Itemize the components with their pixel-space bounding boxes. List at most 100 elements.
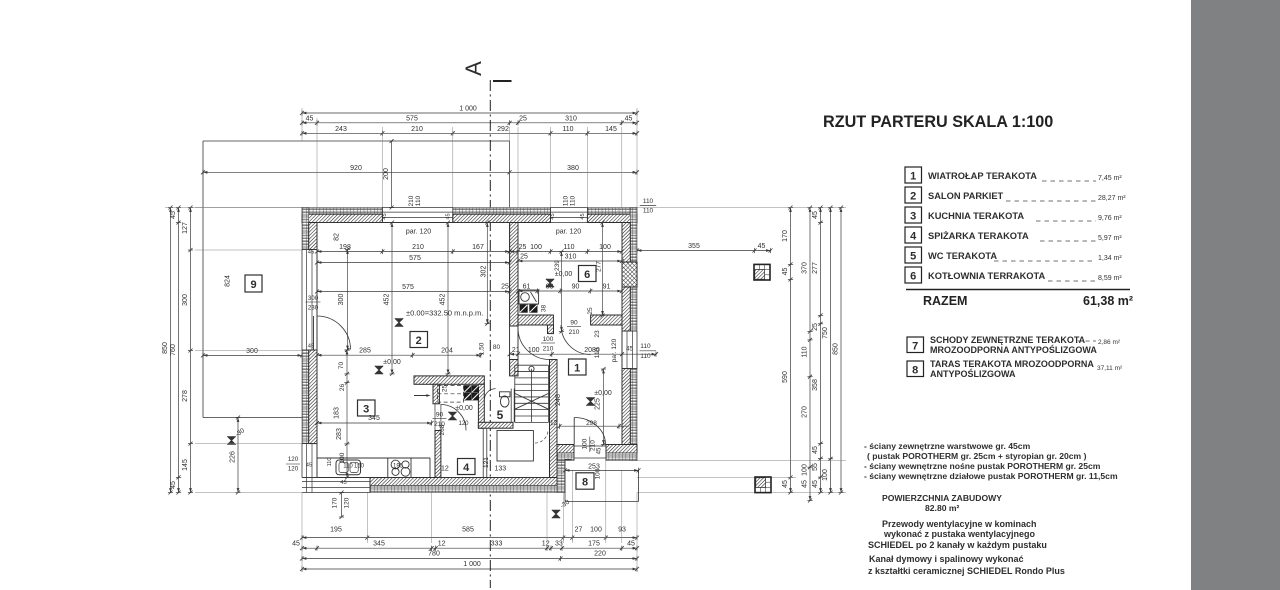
svg-text:8: 8 (912, 364, 918, 376)
svg-text:7,45 m²: 7,45 m² (1098, 175, 1122, 182)
svg-text:198: 198 (339, 244, 351, 251)
svg-text:90: 90 (572, 284, 580, 291)
svg-text:110: 110 (562, 126, 573, 133)
svg-text:93: 93 (618, 527, 626, 534)
svg-text:2,86 m²: 2,86 m² (1098, 339, 1121, 346)
svg-text:310: 310 (565, 115, 577, 122)
svg-text:100: 100 (543, 336, 554, 343)
svg-text:1: 1 (574, 363, 580, 375)
svg-text:Kanał dymowy i spalinowy wykon: Kanał dymowy i spalinowy wykonać (869, 554, 1024, 564)
svg-text:par. 120: par. 120 (611, 338, 618, 362)
svg-text:23: 23 (594, 330, 601, 338)
svg-text:575: 575 (409, 255, 421, 262)
svg-text:RAZEM: RAZEM (923, 294, 967, 308)
svg-text:110: 110 (415, 195, 422, 206)
svg-text:45: 45 (306, 463, 312, 469)
svg-text:110: 110 (640, 343, 651, 350)
svg-text:226: 226 (230, 451, 237, 463)
svg-text:170: 170 (782, 230, 789, 242)
svg-text:70: 70 (338, 362, 345, 370)
svg-text:45: 45 (812, 211, 819, 219)
svg-text:45: 45 (170, 211, 177, 219)
svg-text:278: 278 (182, 390, 189, 402)
svg-text:12: 12 (438, 540, 446, 547)
svg-text:A: A (461, 61, 486, 76)
svg-text:1,50: 1,50 (479, 342, 486, 355)
svg-text:120: 120 (288, 456, 299, 463)
svg-text:25: 25 (812, 323, 819, 331)
svg-text:45: 45 (782, 480, 789, 488)
svg-text:452: 452 (384, 294, 391, 306)
svg-text:wykonać z pustaka wentylacyjne: wykonać z pustaka wentylacyjnego (883, 529, 1036, 539)
svg-text:3: 3 (910, 211, 916, 223)
svg-text:45: 45 (382, 213, 388, 219)
svg-text:100: 100 (530, 244, 542, 251)
svg-text:230: 230 (308, 305, 319, 312)
svg-text:WC TERAKOTA: WC TERAKOTA (928, 251, 997, 261)
svg-text:253: 253 (588, 463, 600, 470)
svg-text:370: 370 (801, 262, 808, 274)
svg-text:7: 7 (912, 340, 918, 352)
svg-text:- ściany wewnętrzne nośne pust: - ściany wewnętrzne nośne pustak POROTHE… (864, 461, 1101, 471)
svg-text:110: 110 (563, 244, 574, 251)
svg-text:100: 100 (590, 527, 602, 534)
svg-text:585: 585 (462, 527, 474, 534)
svg-text:38: 38 (541, 305, 548, 313)
svg-text:z kształtki ceramicznej SCHIED: z kształtki ceramicznej SCHIEDEL Rondo P… (868, 566, 1065, 576)
svg-text:575: 575 (406, 115, 418, 122)
svg-text:21: 21 (512, 347, 520, 354)
svg-text:210: 210 (412, 244, 424, 251)
svg-text:12: 12 (550, 421, 557, 427)
svg-text:6: 6 (584, 269, 590, 281)
svg-text:333: 333 (491, 540, 503, 547)
svg-text:61,38 m²: 61,38 m² (1083, 294, 1133, 308)
svg-text:195: 195 (330, 527, 342, 534)
svg-text:133: 133 (495, 466, 507, 473)
svg-text:26: 26 (339, 384, 346, 392)
svg-text:300: 300 (308, 295, 319, 302)
svg-text:TARAS TERAKOTA MROZOODPORNA: TARAS TERAKOTA MROZOODPORNA (930, 359, 1094, 369)
svg-text:127: 127 (182, 222, 189, 234)
svg-text:45: 45 (625, 115, 633, 122)
svg-text:5,97 m²: 5,97 m² (1098, 235, 1122, 242)
svg-text:55: 55 (812, 463, 819, 471)
svg-text:760: 760 (170, 344, 177, 356)
svg-text:5: 5 (497, 408, 504, 422)
svg-text:210: 210 (569, 329, 580, 336)
svg-text:90: 90 (570, 320, 578, 327)
svg-text:4: 4 (910, 231, 917, 243)
svg-text:110: 110 (640, 353, 651, 360)
svg-text:850: 850 (832, 343, 839, 355)
svg-text:283: 283 (336, 428, 343, 440)
svg-text:300: 300 (246, 348, 258, 355)
svg-text:45: 45 (306, 115, 314, 122)
svg-text:( pustak POROTHERM gr. 25cm +: ( pustak POROTHERM gr. 25cm + styropian … (867, 451, 1087, 461)
svg-text:200: 200 (383, 168, 390, 180)
svg-text:par. 120: par. 120 (556, 229, 581, 236)
svg-text:SALON PARKIET: SALON PARKIET (928, 191, 1004, 201)
svg-text:45: 45 (292, 540, 300, 547)
svg-text:452: 452 (440, 294, 447, 306)
svg-text:2080: 2080 (584, 347, 600, 354)
svg-text:355: 355 (688, 243, 700, 250)
svg-text:100: 100 (822, 469, 829, 481)
svg-text:300: 300 (182, 294, 189, 306)
svg-text:SPIŻARKA TERAKOTA: SPIŻARKA TERAKOTA (928, 231, 1029, 241)
svg-text:1 000: 1 000 (463, 561, 481, 568)
svg-text:1,34 m²: 1,34 m² (1098, 255, 1122, 262)
svg-text:33: 33 (555, 540, 563, 547)
svg-text:POWIERZCHNIA ZABUDOWY: POWIERZCHNIA ZABUDOWY (882, 493, 1002, 503)
svg-text:4: 4 (463, 462, 470, 474)
svg-text:824: 824 (225, 275, 232, 287)
svg-text:91: 91 (603, 284, 611, 291)
svg-text:45: 45 (627, 540, 635, 547)
svg-text:9,76 m²: 9,76 m² (1098, 215, 1122, 222)
svg-text:45: 45 (308, 250, 314, 256)
svg-text:110: 110 (643, 198, 654, 205)
svg-text:210: 210 (434, 421, 445, 428)
svg-text:110: 110 (643, 208, 654, 215)
svg-text:KOTŁOWNIA TERRAKOTA: KOTŁOWNIA TERRAKOTA (928, 271, 1046, 281)
svg-text:25: 25 (519, 244, 527, 251)
svg-text:KUCHNIA TERAKOTA: KUCHNIA TERAKOTA (928, 211, 1024, 221)
svg-text:210: 210 (411, 126, 423, 133)
